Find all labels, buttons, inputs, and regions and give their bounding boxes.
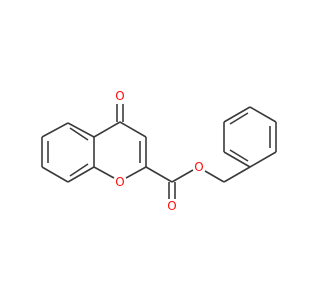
bond (223, 166, 251, 183)
bond (41, 166, 69, 183)
bond (41, 122, 69, 138)
bond (119, 121, 147, 138)
oxygen-label-ketone: O (115, 89, 124, 103)
structure-canvas: O O O O (41, 89, 277, 213)
bond (249, 106, 277, 123)
bond (145, 166, 173, 183)
bond (204, 170, 225, 183)
bond (223, 106, 251, 123)
bond (223, 151, 251, 168)
bond (69, 163, 89, 177)
bond (67, 122, 95, 138)
bond (229, 149, 249, 162)
molecule-structure: O O O O (41, 89, 277, 213)
bond (171, 169, 194, 183)
bond-group (41, 104, 277, 199)
bond (67, 166, 95, 183)
bond (125, 166, 147, 179)
bond (249, 151, 277, 168)
bond (69, 127, 89, 141)
oxygen-label-ring: O (115, 175, 124, 189)
oxygen-label-ester: O (194, 160, 203, 174)
bond (93, 121, 121, 138)
bond (229, 112, 249, 125)
bond (93, 166, 115, 179)
oxygen-label-carbonyl: O (167, 199, 176, 213)
